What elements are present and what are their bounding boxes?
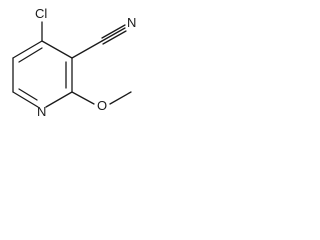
bond-cn-triple-a [101, 24, 126, 39]
methoxy-oxygen-label: O [97, 98, 107, 113]
bond-n1-c6 [12, 91, 39, 108]
bond-c5-c4-inner [18, 47, 43, 63]
molecule-diagram: Cl N N O [12, 6, 136, 119]
bond-c5-c4 [12, 40, 43, 59]
bond-c3-cn [71, 40, 103, 59]
bond-c2-o [71, 91, 95, 105]
nitrile-nitrogen-label: N [127, 15, 136, 30]
bond-n1-c6-inner [18, 88, 38, 101]
bond-c4-c3 [41, 40, 73, 59]
bond-c2-n1 [45, 91, 73, 108]
ring-nitrogen-label: N [37, 104, 46, 119]
bond-cn-triple-c [102, 30, 127, 45]
bond-o-ch3 [109, 91, 132, 105]
structure-canvas: Cl N N O [0, 0, 150, 138]
bond-cn-triple-b [101, 27, 126, 42]
chlorine-label: Cl [35, 6, 47, 21]
